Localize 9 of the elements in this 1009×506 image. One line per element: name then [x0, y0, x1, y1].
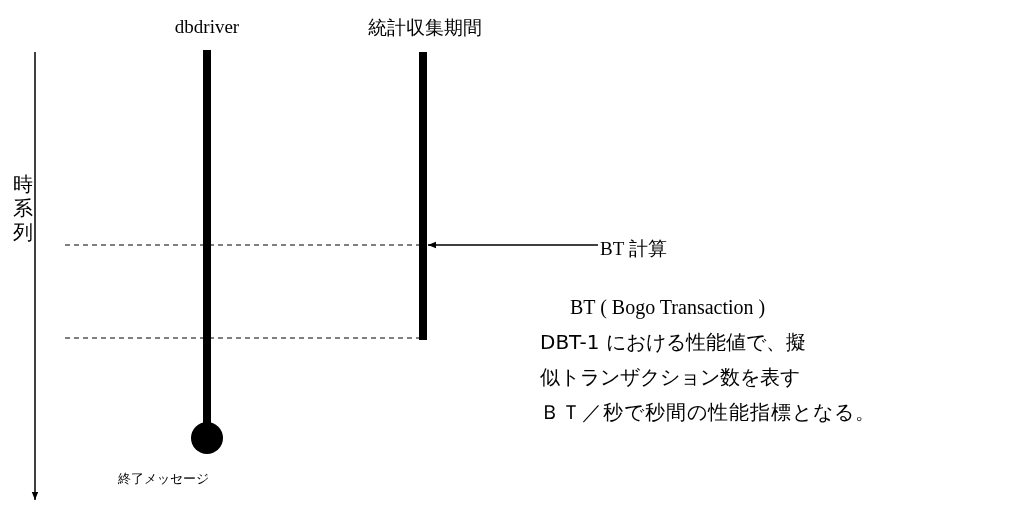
note-text: ＢＴ／秒で秒間の性能指標となる。 [540, 399, 877, 426]
event-label: BT 計算 [600, 238, 667, 259]
lifeline-header: 統計収集期間 [367, 15, 483, 40]
axis-label: 時系列 [12, 172, 34, 244]
note-text: DBT-1 における性能値で、擬似トランザクション数を表す [540, 329, 807, 391]
lifeline-header: dbdriver [173, 15, 241, 39]
arrow [427, 241, 599, 249]
note-text: BT ( Bogo Transaction ) [570, 295, 767, 321]
end-message-label: 終了メッセージ [118, 470, 209, 488]
